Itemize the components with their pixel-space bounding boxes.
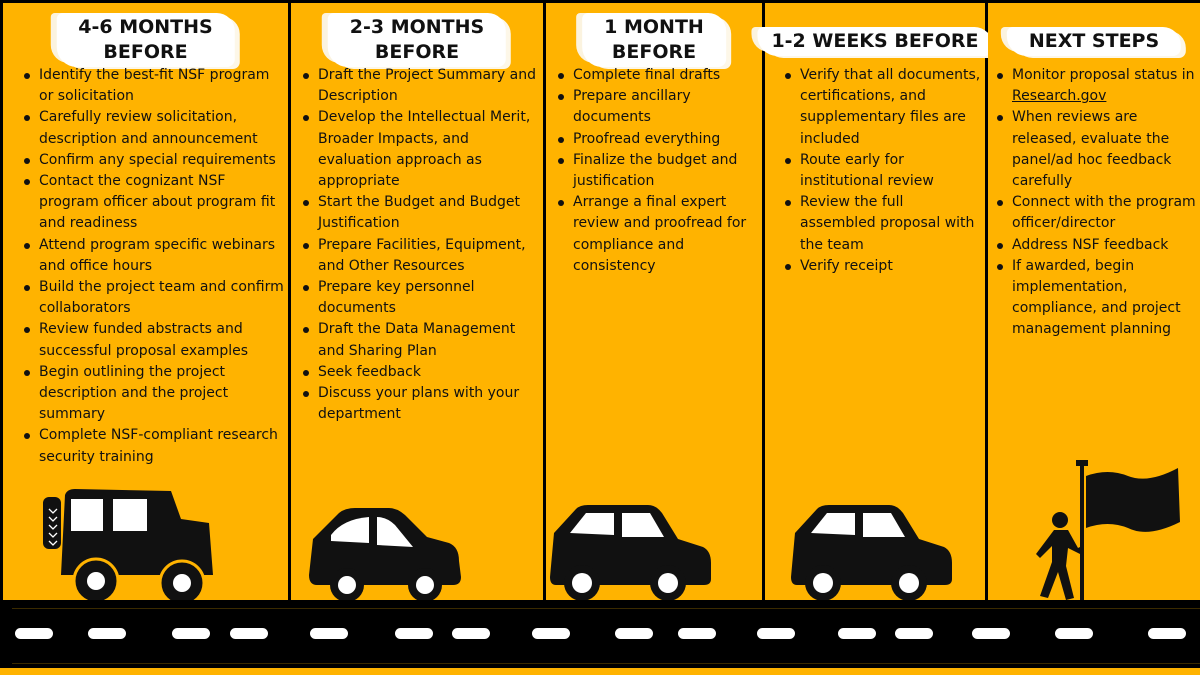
car-icon <box>550 505 711 601</box>
list-item: Build the project team and confirm colla… <box>24 277 286 319</box>
list-item: Prepare ancillary documents <box>558 86 762 128</box>
list-item: Draft the Project Summary and Descriptio… <box>303 65 541 107</box>
list-item: Review funded abstracts and successful p… <box>24 319 286 361</box>
list-item: Review the full assembled proposal with … <box>785 192 983 256</box>
list-item: Verify receipt <box>785 256 983 277</box>
list-item: If awarded, begin implementation, compli… <box>997 256 1197 341</box>
column-next-steps: NEXT STEPS Monitor proposal status in Re… <box>988 3 1200 603</box>
lane-dash <box>615 628 653 639</box>
header-line: BEFORE <box>103 41 188 63</box>
list-item: Attend program specific webinars and off… <box>24 235 286 277</box>
list-item: Prepare key personnel documents <box>303 277 541 319</box>
list-item: Identify the best-fit NSF program or sol… <box>24 65 286 107</box>
list-item: Discuss your plans with your department <box>303 383 541 425</box>
column-header: NEXT STEPS <box>1006 27 1182 56</box>
road-edge-line <box>12 608 1200 609</box>
list-item: Develop the Intellectual Merit, Broader … <box>303 107 541 192</box>
lane-dash <box>15 628 53 639</box>
task-list: Verify that all documents, certification… <box>785 65 983 277</box>
list-item: Confirm any special requirements <box>24 150 286 171</box>
header-line: NEXT STEPS <box>1028 30 1160 52</box>
list-item: Carefully review solicitation, descripti… <box>24 107 286 149</box>
list-item: Contact the cognizant NSF program office… <box>24 171 286 235</box>
list-item: Start the Budget and Budget Justificatio… <box>303 192 541 234</box>
task-list: Identify the best-fit NSF program or sol… <box>24 65 286 468</box>
list-item: When reviews are released, evaluate the … <box>997 107 1197 192</box>
list-item: Finalize the budget and justification <box>558 150 762 192</box>
lane-dash <box>452 628 490 639</box>
column-header: 4-6 MONTHS BEFORE <box>56 13 235 67</box>
lane-dash <box>88 628 126 639</box>
lane-dash <box>310 628 348 639</box>
lane-dash <box>395 628 433 639</box>
road <box>0 600 1200 668</box>
list-item: Connect with the program officer/directo… <box>997 192 1197 234</box>
column-2-3-months: 2-3 MONTHS BEFORE Draft the Project Summa… <box>291 3 543 602</box>
bottom-strip <box>0 668 1200 675</box>
list-item: Begin outlining the project description … <box>24 362 286 426</box>
lane-dash <box>895 628 933 639</box>
list-item: Prepare Facilities, Equipment, and Other… <box>303 235 541 277</box>
task-list: Monitor proposal status in Research.gov … <box>997 65 1197 341</box>
column-header: 1 MONTH BEFORE <box>582 13 726 67</box>
lane-dash <box>757 628 795 639</box>
column-header: 2-3 MONTHS BEFORE <box>327 13 507 67</box>
column-1-2-weeks: 1-2 WEEKS BEFORE Verify that all documen… <box>757 3 993 601</box>
task-list: Draft the Project Summary and Descriptio… <box>303 65 541 425</box>
list-item: Arrange a final expert review and proofr… <box>558 192 762 277</box>
lane-dash <box>838 628 876 639</box>
list-item: Proofread everything <box>558 129 762 150</box>
list-item: Verify that all documents, certification… <box>785 65 983 150</box>
car-icon <box>791 505 952 601</box>
item-text: Monitor proposal status in <box>1012 67 1195 83</box>
list-item: Draft the Data Management and Sharing Pl… <box>303 319 541 361</box>
header-line: 2-3 MONTHS <box>349 16 485 38</box>
jeep-icon <box>43 489 213 605</box>
header-line: 1-2 WEEKS BEFORE <box>771 30 979 52</box>
lane-dash <box>972 628 1010 639</box>
list-item: Address NSF feedback <box>997 235 1197 256</box>
column-4-6-months: 4-6 MONTHS BEFORE Identify the best-fit N… <box>3 3 288 605</box>
lane-dash <box>230 628 268 639</box>
header-line: 1 MONTH <box>604 16 704 38</box>
person-with-flag-icon <box>1036 460 1180 603</box>
car-icon <box>309 508 461 602</box>
research-gov-link[interactable]: Research.gov <box>1012 88 1107 105</box>
header-line: BEFORE <box>374 41 460 63</box>
lane-dash <box>1055 628 1093 639</box>
lane-dash <box>532 628 570 639</box>
header-line: BEFORE <box>611 41 697 63</box>
header-line: 4-6 MONTHS <box>78 16 213 38</box>
list-item: Route early for institutional review <box>785 150 983 192</box>
list-item: Complete final drafts <box>558 65 762 86</box>
list-item: Complete NSF-compliant research security… <box>24 425 286 467</box>
lane-dash <box>678 628 716 639</box>
column-header: 1-2 WEEKS BEFORE <box>757 27 993 56</box>
lane-dash <box>1148 628 1186 639</box>
road-edge-line <box>12 663 1200 664</box>
list-item: Seek feedback <box>303 362 541 383</box>
list-item: Monitor proposal status in Research.gov <box>997 65 1197 107</box>
lane-dash <box>172 628 210 639</box>
